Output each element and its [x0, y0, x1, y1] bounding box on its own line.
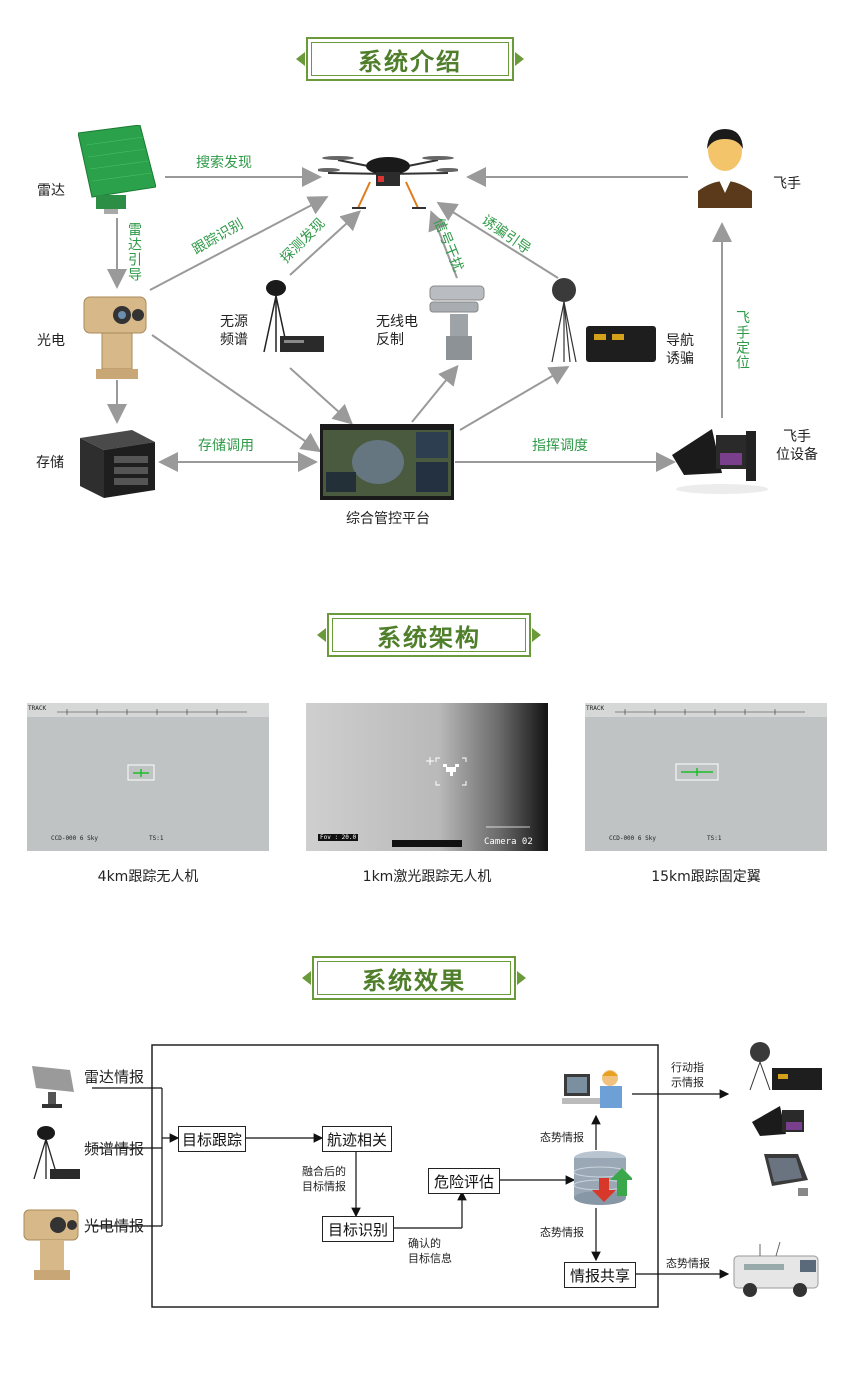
situation-note-2: 态势情报: [540, 1226, 584, 1239]
effect-flow-lines: [92, 1044, 730, 1308]
command-vehicle-icon: [730, 1241, 822, 1300]
radio-countermeasure-label: 无线电 反制: [376, 314, 418, 348]
hud-bottom-label: CCD-000 6 Sky: [609, 835, 656, 842]
edge-command-label: 指挥调度: [532, 438, 588, 454]
nav-spoof-label: 导航 诱骗: [666, 333, 694, 367]
edge-search-label: 搜索发现: [196, 155, 252, 171]
radar-icon: [77, 124, 157, 215]
passive-spectrum-label: 无源 频谱: [220, 314, 248, 348]
arch-title-banner: 系统架构: [317, 613, 541, 657]
fused-intel-note: 融合后的 目标情报: [302, 1165, 346, 1193]
platform-screen-icon: [320, 424, 454, 500]
input-radar-label: 雷达情报: [84, 1068, 145, 1086]
pilot-icon: [694, 123, 756, 208]
effect-title: 系统效果: [317, 961, 511, 995]
passive-spectrum-icon: [258, 278, 326, 360]
eo-turret-icon: [80, 293, 150, 381]
output-locator-icon: [752, 1104, 822, 1144]
threat-assessment-box: 危险评估: [428, 1168, 500, 1194]
hud-camera-label: Camera 02: [484, 837, 533, 847]
storage-icon: [80, 430, 155, 498]
operator-icon: [562, 1066, 630, 1114]
confirmed-info-note: 确认的 目标信息: [408, 1237, 452, 1265]
intro-title-banner: 系统介绍: [296, 37, 524, 81]
spectrum-sensor-icon: [30, 1125, 82, 1183]
input-eo-label: 光电情报: [84, 1217, 145, 1235]
pilot-locator-icon: [672, 425, 772, 497]
output-nav-spoof-icon: [746, 1040, 824, 1092]
nav-spoof-icon: [546, 274, 658, 366]
intro-title: 系统介绍: [311, 42, 509, 76]
hud-track-label: TRACK: [28, 705, 47, 712]
input-spectrum-label: 频谱情报: [84, 1140, 145, 1158]
eo-sensor-icon: [22, 1206, 80, 1282]
target-ident-box: 目标识别: [322, 1216, 394, 1242]
pilot-label: 飞手: [773, 176, 801, 192]
edge-radar-guide-label: 雷达引导: [126, 222, 142, 282]
banner-right-triangle-icon: [515, 52, 524, 66]
hud-bottom-label: CCD-000 6 Sky: [51, 835, 98, 842]
situation-note-3: 态势情报: [666, 1257, 710, 1270]
database-icon: [570, 1150, 634, 1210]
output-device-icon: [758, 1150, 814, 1200]
radio-countermeasure-icon: [424, 278, 494, 363]
situation-note-1: 态势情报: [540, 1131, 584, 1144]
action-intel-note: 行动指 示情报: [671, 1061, 704, 1089]
banner-right-triangle-icon: [532, 628, 541, 642]
caption-1km: 1km激光跟踪无人机: [362, 869, 492, 885]
caption-15km: 15km跟踪固定翼: [651, 869, 761, 885]
eo-label: 光电: [37, 333, 65, 349]
arch-title: 系统架构: [332, 618, 526, 652]
intro-arrows: [107, 167, 732, 472]
intel-share-box: 情报共享: [564, 1262, 636, 1288]
banner-left-triangle-icon: [302, 971, 311, 985]
edge-store-label: 存储调用: [198, 438, 254, 454]
tracking-image-15km: TRACK CCD-000 6 Sky TS:1: [585, 703, 827, 851]
platform-label: 综合管控平台: [346, 511, 430, 527]
tracking-image-4km: TRACK CCD-000 6 Sky TS:1: [27, 703, 269, 851]
banner-left-triangle-icon: [296, 52, 305, 66]
hud-ts-label: TS:1: [707, 835, 722, 842]
hud-fov-label: Fov : 20.0: [318, 834, 359, 841]
pilot-locator-label: 飞手 位设备: [776, 429, 818, 463]
radar-sensor-icon: [30, 1062, 76, 1110]
banner-right-triangle-icon: [517, 971, 526, 985]
target-track-box: 目标跟踪: [178, 1126, 246, 1152]
storage-label: 存储: [36, 455, 64, 471]
track-correlation-box: 航迹相关: [322, 1126, 392, 1152]
hud-ts-label: TS:1: [149, 835, 164, 842]
caption-4km: 4km跟踪无人机: [97, 869, 199, 885]
effect-title-banner: 系统效果: [302, 956, 526, 1000]
hud-track-label: TRACK: [586, 705, 605, 712]
tracking-image-1km: Fov : 20.0 Camera 02: [306, 703, 548, 851]
banner-left-triangle-icon: [317, 628, 326, 642]
radar-label: 雷达: [37, 183, 65, 199]
drone-icon: [316, 138, 460, 213]
edge-locate-label: 飞手定位: [734, 310, 750, 370]
